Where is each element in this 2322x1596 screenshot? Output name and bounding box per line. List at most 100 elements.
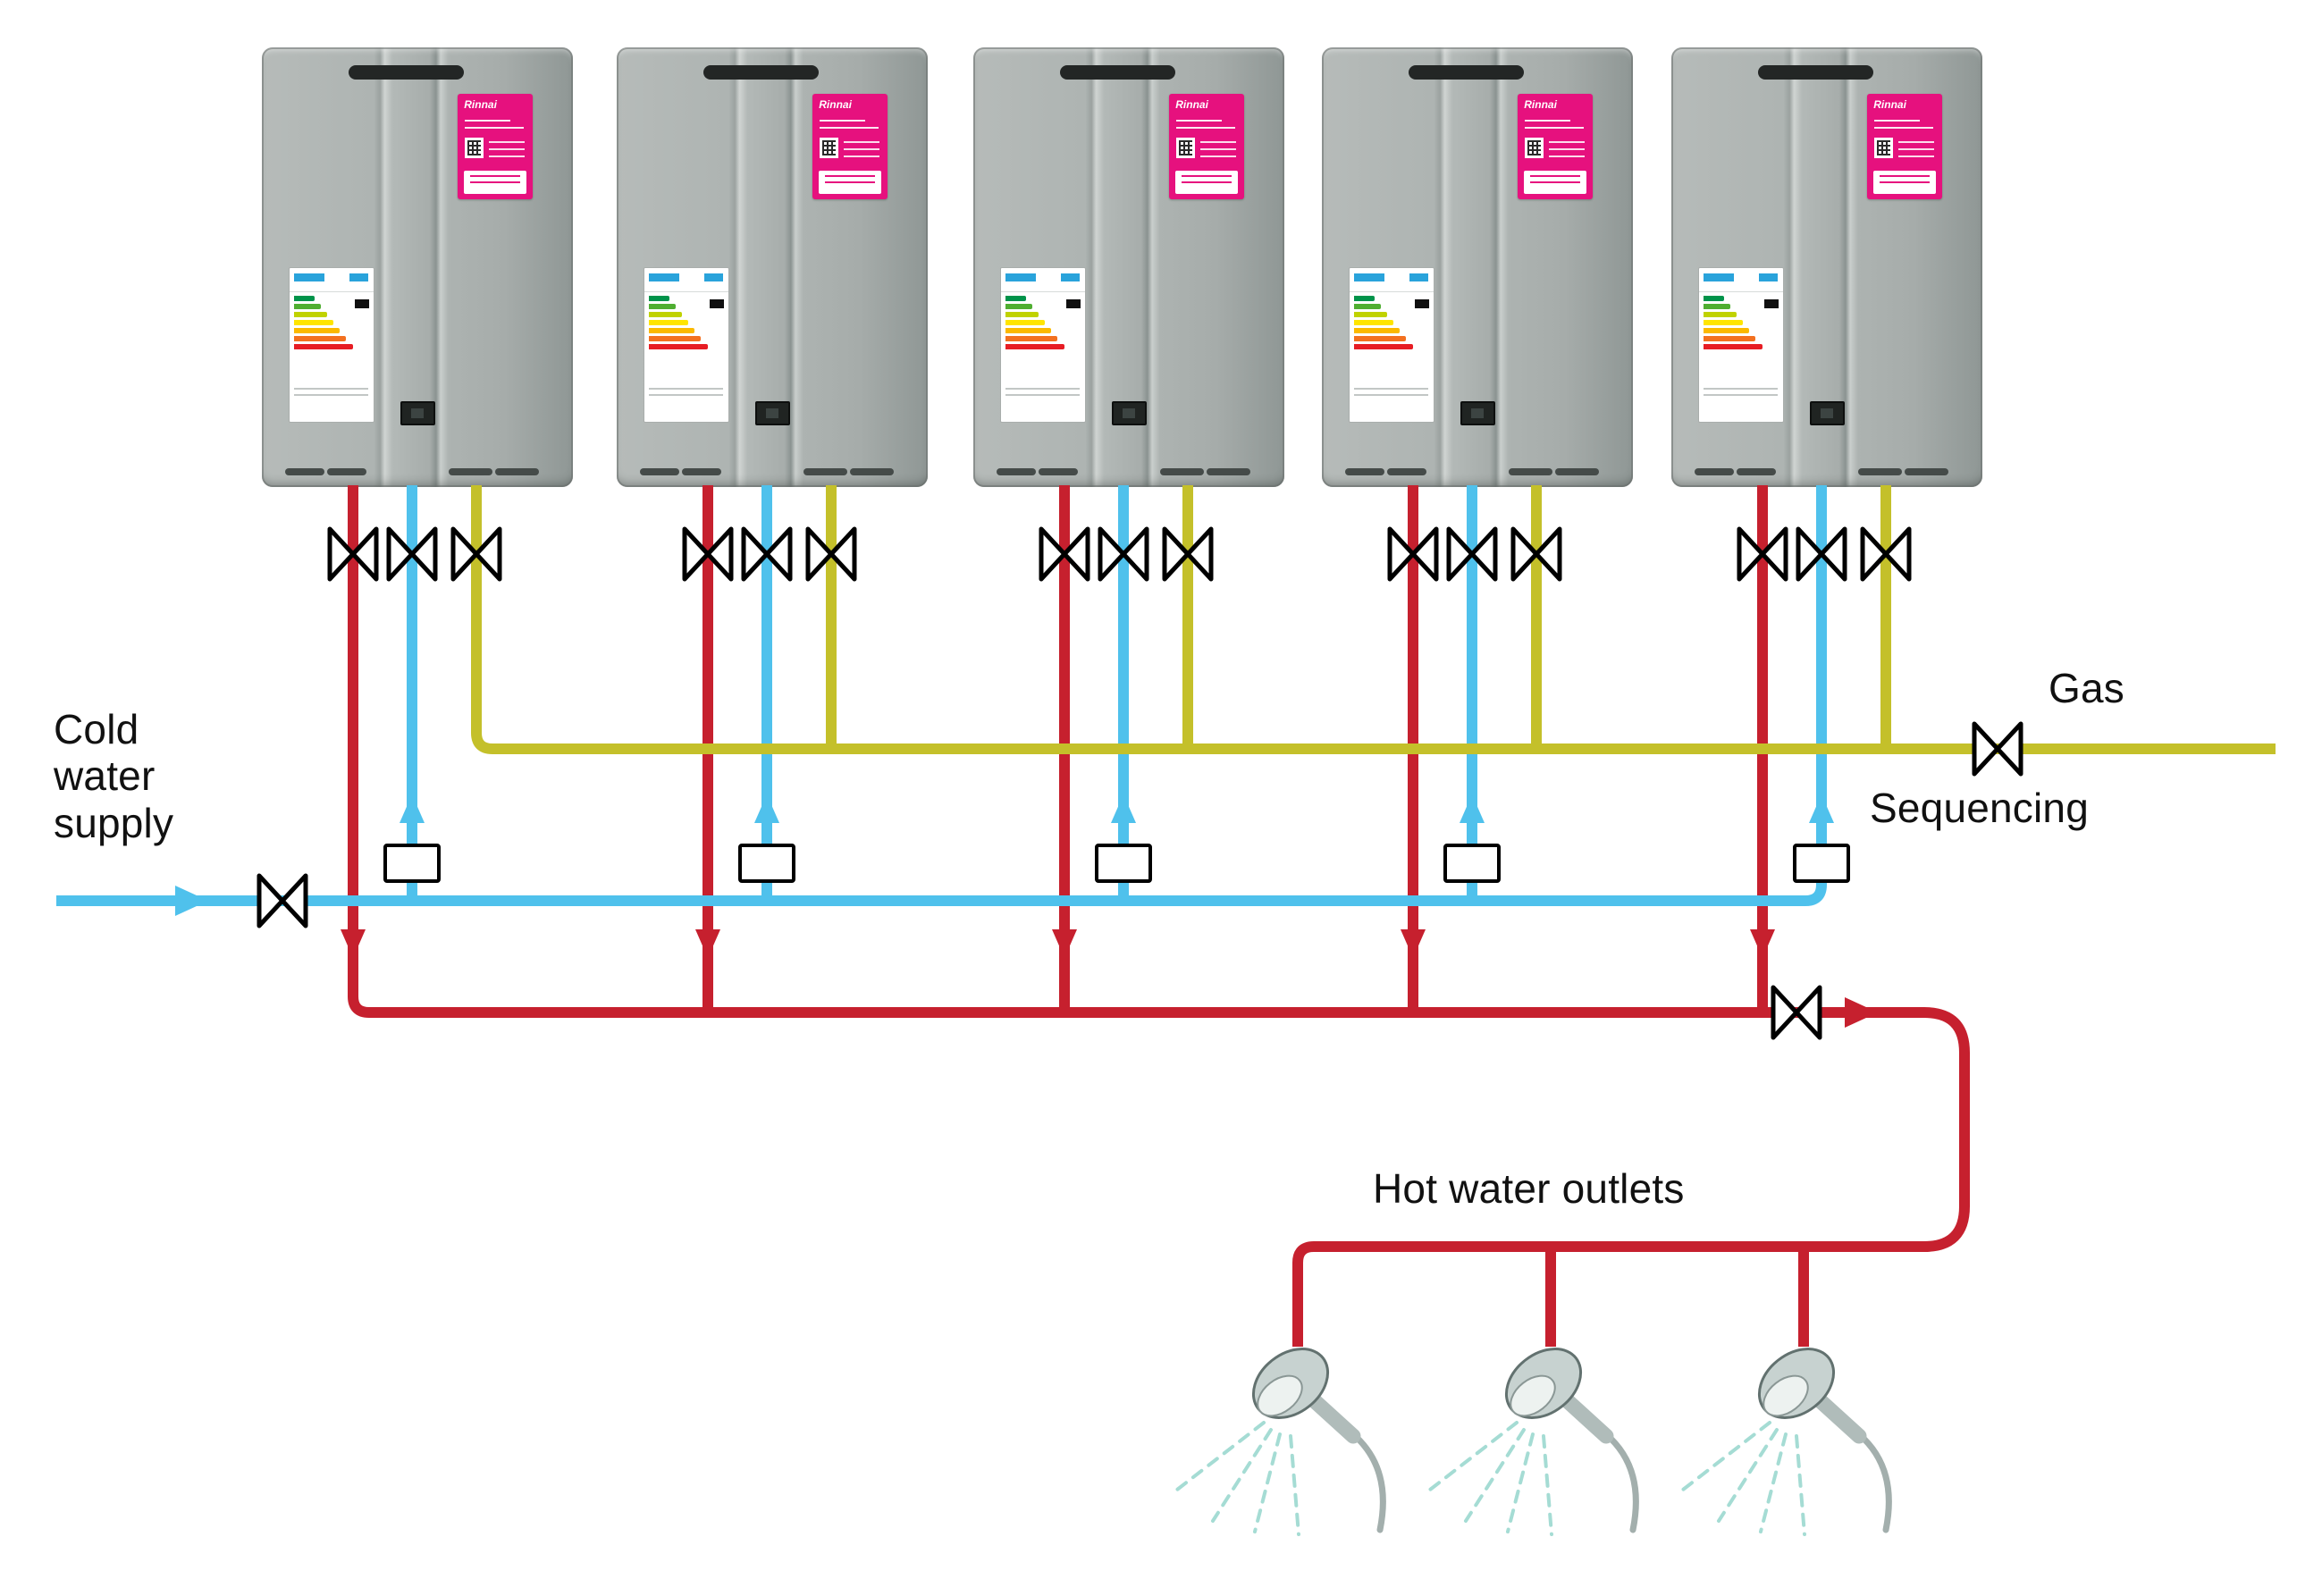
brand-label-line xyxy=(1898,155,1935,158)
label-sequencing: Sequencing xyxy=(1870,785,2089,831)
brand-label-line xyxy=(1175,127,1235,130)
cold-flow-arrow xyxy=(175,886,208,916)
brand-label-line xyxy=(1549,155,1586,158)
qr-code-icon xyxy=(464,138,484,158)
vent-slot xyxy=(1555,468,1599,476)
energy-rating-marker xyxy=(1414,298,1429,308)
brand-label-footer xyxy=(1872,170,1937,194)
sequencing-controller xyxy=(383,844,441,883)
brand-label: Rinnai xyxy=(1867,93,1942,199)
brand-label-line xyxy=(464,120,510,122)
brand-name: Rinnai xyxy=(1873,97,1906,111)
brand-label-line xyxy=(1175,120,1222,122)
gas-pipe-network xyxy=(471,485,2276,754)
vent-slot xyxy=(327,468,366,476)
shower-head-icon xyxy=(1177,1335,1383,1534)
cold-flow-arrow xyxy=(400,794,425,823)
vent-slot xyxy=(1207,468,1250,476)
energy-efficiency-label xyxy=(643,267,729,424)
vent-slot xyxy=(285,468,324,476)
brand-name: Rinnai xyxy=(1175,97,1208,111)
cold-flow-arrow xyxy=(1460,794,1485,823)
vent-slot xyxy=(1345,468,1384,476)
energy-label-footer xyxy=(1699,382,1783,396)
valves xyxy=(259,529,2021,1037)
shower-head-icon xyxy=(1430,1335,1636,1534)
brand-label: Rinnai xyxy=(1169,93,1244,199)
brand-label-line xyxy=(819,120,865,122)
energy-label-header xyxy=(1000,268,1085,292)
brand-label-line xyxy=(1898,140,1935,143)
unit-handle xyxy=(1060,64,1176,80)
brand-label-line xyxy=(1549,140,1586,143)
energy-label-header xyxy=(289,268,374,292)
sequencing-controller xyxy=(1095,844,1152,883)
unit-handle xyxy=(703,64,820,80)
hot-flow-arrow xyxy=(341,929,366,958)
shower-head-icon xyxy=(1683,1335,1889,1534)
cold-flow-arrow xyxy=(754,794,779,823)
brand-label: Rinnai xyxy=(458,93,533,199)
energy-rating-bars xyxy=(1699,292,1783,382)
label-gas: Gas xyxy=(2049,665,2124,711)
qr-code-icon xyxy=(1175,138,1196,158)
energy-rating-bars xyxy=(644,292,728,382)
shower-outlets xyxy=(1177,1335,1889,1534)
energy-label-header xyxy=(1349,268,1434,292)
brand-label: Rinnai xyxy=(812,93,888,199)
vent-slot xyxy=(803,468,847,476)
vent-slot xyxy=(850,468,894,476)
sequencing-controller xyxy=(738,844,795,883)
vent-slot xyxy=(495,468,539,476)
qr-code-icon xyxy=(1873,138,1894,158)
hot-flow-arrow xyxy=(1401,929,1426,958)
control-display xyxy=(754,401,790,425)
water-heater-unit: Rinnai xyxy=(1671,47,1982,487)
brand-label-line xyxy=(1873,127,1933,130)
brand-label-line xyxy=(1898,148,1935,151)
brand-label-line xyxy=(1873,120,1920,122)
vent-slot xyxy=(1387,468,1426,476)
brand-name: Rinnai xyxy=(464,97,497,111)
control-display xyxy=(1809,401,1845,425)
vent-slot xyxy=(1905,468,1948,476)
unit-handle xyxy=(349,64,465,80)
vent-slot xyxy=(640,468,679,476)
vent-slot xyxy=(682,468,721,476)
vent-slot xyxy=(1159,468,1204,476)
energy-rating-marker xyxy=(709,298,724,308)
brand-label-line xyxy=(844,155,880,158)
cold-supply-valve-icon xyxy=(259,876,306,926)
vent-slot xyxy=(997,468,1036,476)
energy-efficiency-label xyxy=(1348,267,1434,424)
brand-label-footer xyxy=(463,170,527,194)
water-heater-unit: Rinnai xyxy=(617,47,928,487)
brand-label-footer xyxy=(1174,170,1239,194)
hot-outlet-valve-icon xyxy=(1773,987,1820,1037)
energy-efficiency-label xyxy=(288,267,374,424)
energy-rating-bars xyxy=(290,292,374,382)
sequencing-controllers xyxy=(383,844,1850,883)
cold-flow-arrow xyxy=(1809,794,1834,823)
gas-supply-valve-icon xyxy=(1974,724,2021,774)
hot-flow-arrow xyxy=(1052,929,1077,958)
brand-label-line xyxy=(819,127,879,130)
hot-flow-arrow xyxy=(695,929,720,958)
brand-label-line xyxy=(1200,148,1237,151)
energy-rating-bars xyxy=(1001,292,1085,382)
energy-label-footer xyxy=(1350,382,1434,396)
label-cold-water-supply: Cold water supply xyxy=(54,706,174,846)
energy-rating-marker xyxy=(1763,298,1779,308)
energy-rating-marker xyxy=(354,298,369,308)
energy-rating-marker xyxy=(1065,298,1081,308)
flow-arrows xyxy=(175,794,1878,1028)
brand-label-line xyxy=(1200,140,1237,143)
control-display xyxy=(1111,401,1147,425)
energy-efficiency-label xyxy=(999,267,1086,424)
cold-flow-arrow xyxy=(1111,794,1136,823)
energy-label-footer xyxy=(1001,382,1085,396)
energy-label-header xyxy=(644,268,728,292)
brand-label-footer xyxy=(1523,170,1587,194)
